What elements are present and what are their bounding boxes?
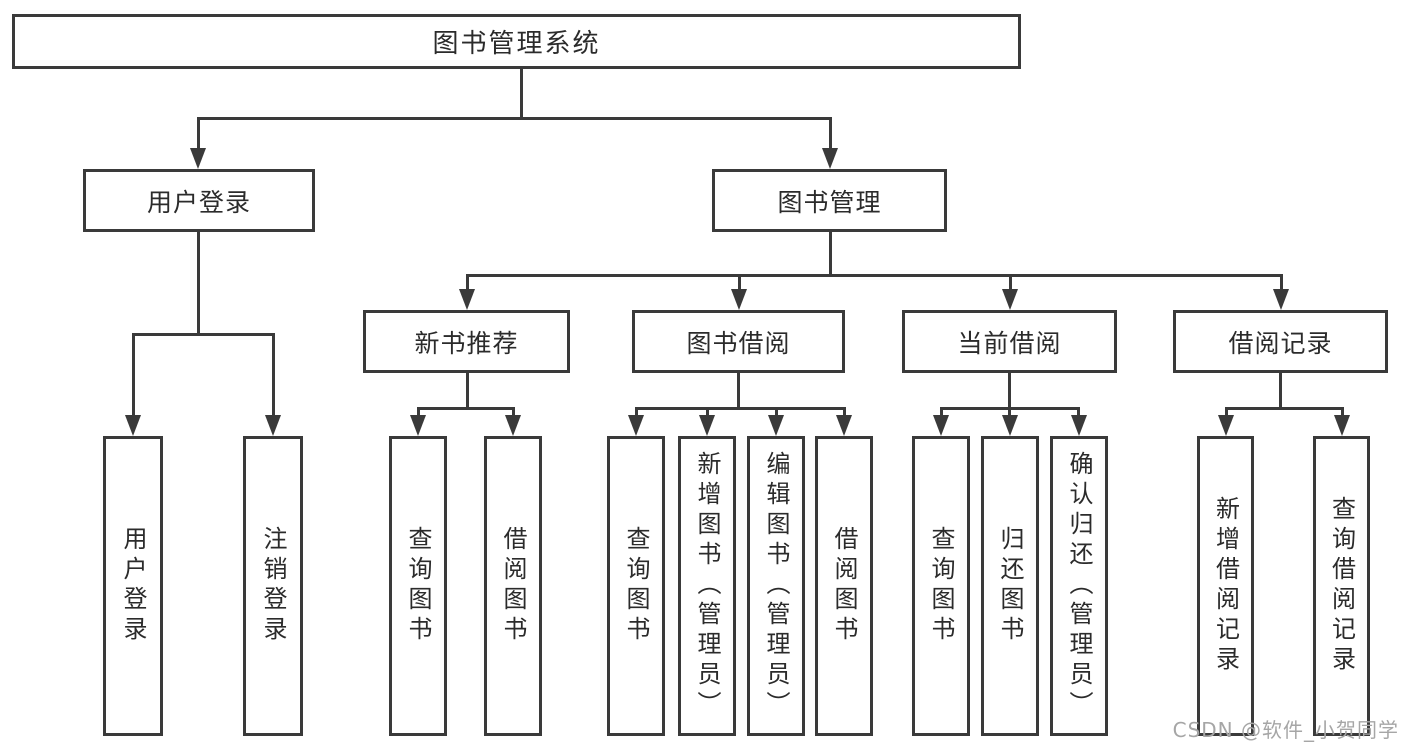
node-return-book: 归还图书 <box>981 436 1039 736</box>
node-book-mgmt-label: 图书管理 <box>777 187 882 217</box>
connector-user-stub <box>197 232 200 334</box>
arrow-sec0-leaf1 <box>505 415 521 436</box>
connector-sec3-stub <box>1279 373 1282 408</box>
node-query-books-borrow-label: 查询图书 <box>622 526 650 646</box>
node-current-borrow: 当前借阅 <box>902 310 1117 373</box>
node-borrow-records: 借阅记录 <box>1173 310 1388 373</box>
node-borrow-book-rec: 借阅图书 <box>484 436 542 736</box>
connector-sec1-rail <box>635 407 845 410</box>
connector-level1-rail <box>197 117 832 120</box>
connector-sec1-drop3 <box>843 407 846 416</box>
arrow-sec2-leaf0 <box>933 415 949 436</box>
node-query-borrow-record: 查询借阅记录 <box>1313 436 1370 736</box>
connector-drop-user-group <box>197 117 200 148</box>
connector-sec3-drop0 <box>1225 407 1228 416</box>
node-query-books-current-label: 查询图书 <box>927 526 955 646</box>
arrow-logout <box>265 415 281 436</box>
node-add-book-admin-label: 新增图书（管理员） <box>693 451 721 721</box>
node-book-borrow-label: 图书借阅 <box>686 328 791 358</box>
node-current-borrow-label: 当前借阅 <box>957 328 1062 358</box>
node-logout: 注销登录 <box>243 436 303 736</box>
node-confirm-return-admin: 确认归还（管理员） <box>1050 436 1108 736</box>
connector-drop-logout <box>272 333 275 415</box>
node-query-books-rec-label: 查询图书 <box>404 526 432 646</box>
arrow-sec1-leaf3 <box>836 415 852 436</box>
node-borrow-book: 借阅图书 <box>815 436 873 736</box>
node-new-book-rec: 新书推荐 <box>363 310 570 373</box>
node-logout-label: 注销登录 <box>259 526 287 646</box>
connector-sec3-drop1 <box>1341 407 1344 416</box>
connector-drop-mgmt-group <box>829 117 832 148</box>
connector-drop-book-borrow <box>738 274 741 290</box>
arrow-sec0-leaf0 <box>410 415 426 436</box>
node-query-books-borrow: 查询图书 <box>607 436 665 736</box>
node-borrow-book-rec-label: 借阅图书 <box>499 526 527 646</box>
connector-sec2-stub <box>1008 373 1011 408</box>
connector-drop-new-book-rec <box>466 274 469 290</box>
node-query-books-current: 查询图书 <box>912 436 970 736</box>
node-borrow-records-label: 借阅记录 <box>1228 328 1333 358</box>
node-new-book-rec-label: 新书推荐 <box>414 328 519 358</box>
connector-sec0-drop1 <box>512 407 515 416</box>
arrow-sec1-leaf1 <box>699 415 715 436</box>
connector-sec2-drop2 <box>1077 407 1080 416</box>
node-user-login-group: 用户登录 <box>83 169 315 232</box>
node-user-login: 用户登录 <box>103 436 163 736</box>
csdn-watermark: CSDN @软件_小贺同学 <box>1172 718 1399 742</box>
node-query-books-rec: 查询图书 <box>389 436 447 736</box>
arrow-book-borrow <box>731 289 747 310</box>
node-user-login-label: 用户登录 <box>119 526 147 646</box>
connector-mgmt-stub <box>829 232 832 275</box>
node-book-borrow: 图书借阅 <box>632 310 845 373</box>
arrow-sec1-leaf0 <box>628 415 644 436</box>
node-borrow-book-label: 借阅图书 <box>830 526 858 646</box>
connector-sec1-drop0 <box>635 407 638 416</box>
arrow-sec2-leaf1 <box>1002 415 1018 436</box>
connector-drop-user-login <box>132 333 135 415</box>
node-add-borrow-record-label: 新增借阅记录 <box>1211 496 1240 676</box>
arrow-current-borrow <box>1002 289 1018 310</box>
arrow-sec2-leaf2 <box>1071 415 1087 436</box>
connector-sec2-drop1 <box>1008 407 1011 416</box>
node-book-system: 图书管理系统 <box>12 14 1021 69</box>
arrow-mgmt-group <box>822 148 838 169</box>
node-add-borrow-record: 新增借阅记录 <box>1197 436 1254 736</box>
connector-sec0-stub <box>466 373 469 408</box>
connector-mgmt-rail <box>466 274 1282 277</box>
connector-sec1-stub <box>737 373 740 408</box>
node-query-borrow-record-label: 查询借阅记录 <box>1327 496 1356 676</box>
node-return-book-label: 归还图书 <box>996 526 1024 646</box>
connector-sec2-drop0 <box>940 407 943 416</box>
arrow-sec1-leaf2 <box>768 415 784 436</box>
connector-drop-borrow-records <box>1280 274 1283 290</box>
arrow-sec3-leaf1 <box>1334 415 1350 436</box>
connector-sec1-drop2 <box>775 407 778 416</box>
arrow-sec3-leaf0 <box>1218 415 1234 436</box>
node-book-mgmt: 图书管理 <box>712 169 947 232</box>
connector-drop-current-borrow <box>1009 274 1012 290</box>
arrow-new-book-rec <box>459 289 475 310</box>
arrow-user-group <box>190 148 206 169</box>
connector-user-rail <box>132 333 274 336</box>
connector-sec1-drop1 <box>706 407 709 416</box>
node-confirm-return-admin-label: 确认归还（管理员） <box>1065 451 1093 721</box>
connector-root-stub <box>520 69 523 118</box>
node-edit-book-admin-label: 编辑图书（管理员） <box>762 451 790 721</box>
node-add-book-admin: 新增图书（管理员） <box>678 436 736 736</box>
arrow-user-login <box>125 415 141 436</box>
node-user-login-group-label: 用户登录 <box>146 187 251 217</box>
node-edit-book-admin: 编辑图书（管理员） <box>747 436 805 736</box>
arrow-borrow-records <box>1273 289 1289 310</box>
node-book-system-label: 图书管理系统 <box>432 29 601 59</box>
connector-sec0-drop0 <box>417 407 420 416</box>
connector-sec0-rail <box>417 407 515 410</box>
connector-sec3-rail <box>1225 407 1343 410</box>
